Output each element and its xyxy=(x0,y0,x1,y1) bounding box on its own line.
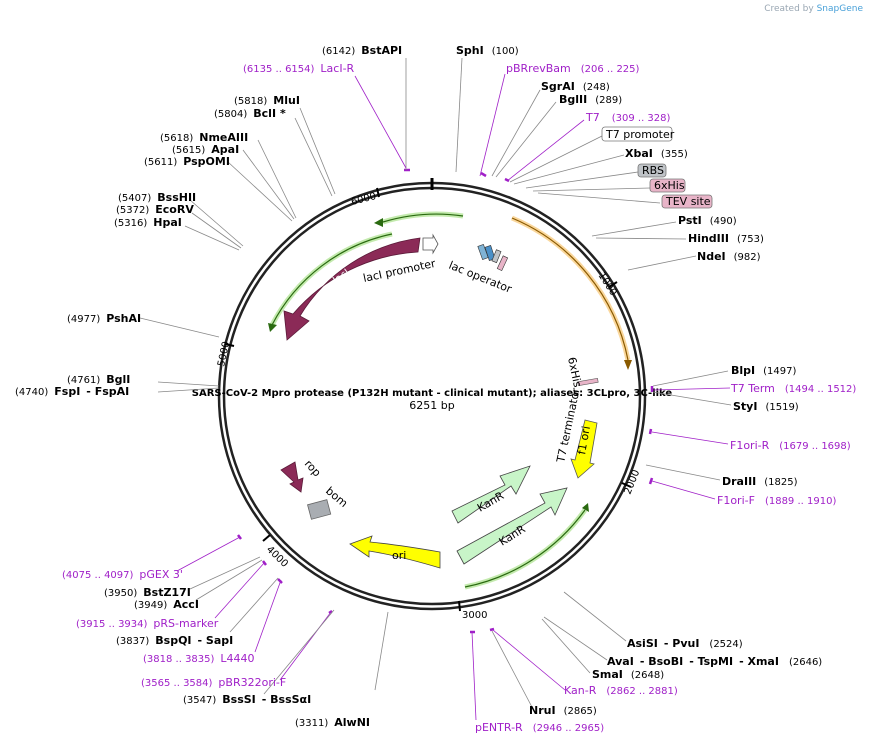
svg-text:4000: 4000 xyxy=(264,544,290,570)
hpai-label: (5316)HpaI xyxy=(114,216,182,229)
bom-feature xyxy=(307,499,332,520)
kanr-feature-2 xyxy=(456,487,568,565)
tev-label: TEV site xyxy=(665,195,711,208)
f1ori-f-primer-label: F1ori-F(1889 .. 1910) xyxy=(717,494,836,507)
t7-promoter-box xyxy=(601,126,673,142)
svg-text:5000: 5000 xyxy=(216,340,232,367)
kanr-feature-1 xyxy=(451,465,531,524)
his6-box xyxy=(649,178,686,193)
pbrrevbam-primer-label: pBRrevBam(206 .. 225) xyxy=(506,62,640,75)
mlui-label: (5818)MluI xyxy=(234,94,300,107)
leader-lines xyxy=(139,57,732,721)
pshai-label: (4977)PshAI xyxy=(67,312,141,325)
hindiii-label: HindIII(753) xyxy=(688,232,764,245)
bgli-label: (4761)BglI xyxy=(67,373,130,386)
psti-label: PstI(490) xyxy=(678,214,737,227)
plasmid-length: 6251 bp xyxy=(409,399,454,412)
his6-inner-label: 6xHis xyxy=(565,356,584,389)
t7-primer-label: T7(309 .. 328) xyxy=(585,111,671,124)
l4440-primer-label: (3818 .. 3835)L4440 xyxy=(143,652,255,665)
ecorv-label: (5372)EcoRV xyxy=(116,203,194,216)
primer-marks xyxy=(237,168,654,634)
bstapi-label: (6142)BstAPI xyxy=(322,44,402,57)
plasmid-name: SARS-CoV-2 Mpro protease (P132H mutant -… xyxy=(192,388,673,399)
laci-feature xyxy=(283,237,421,341)
rop-feature xyxy=(280,461,304,493)
his6-inner-shape xyxy=(577,377,599,387)
svg-text:6000: 6000 xyxy=(350,191,377,208)
pentr-r-primer-label: pENTR-R(2946 .. 2965) xyxy=(475,721,604,734)
f1ori-r-primer-label: F1ori-R(1679 .. 1698) xyxy=(730,439,851,452)
xbai-label: XbaI(355) xyxy=(625,147,688,160)
apai-label: (5615)ApaI xyxy=(172,143,239,156)
nmeaiii-label: (5618)NmeAIII xyxy=(160,131,248,144)
sphi-label: SphI(100) xyxy=(456,44,519,57)
t7-promoter-label: T7 promoter xyxy=(605,128,675,141)
laci-rbs-arc xyxy=(382,213,464,223)
blpi-label: BlpI(1497) xyxy=(731,364,796,377)
nrui-label: NruI(2865) xyxy=(529,704,597,717)
mpro-arc xyxy=(511,217,629,361)
kan-arc-arrowhead xyxy=(582,503,589,512)
rbs-label: RBS xyxy=(642,164,664,177)
rop-label: rop xyxy=(302,457,324,479)
bglii-label: BglII(289) xyxy=(559,93,622,106)
tev-box xyxy=(661,194,713,209)
tick-6000: 6000 xyxy=(350,187,380,208)
f1-ori-label: f1 ori xyxy=(575,425,593,456)
acci-label: (3949)AccI xyxy=(134,598,199,611)
ori-feature xyxy=(349,535,441,569)
ndei-label: NdeI(982) xyxy=(697,250,761,263)
t7-term-primer-label: T7 Term(1494 .. 1512) xyxy=(730,382,856,395)
draiii-label: DraIII(1825) xyxy=(722,475,798,488)
laci-r-primer-label: (6135 .. 6154)LacI-R xyxy=(243,62,355,75)
pgex3-primer-label: (4075 .. 4097)pGEX 3' xyxy=(62,568,183,581)
f1-ori-feature xyxy=(570,419,598,479)
styi-label: StyI(1519) xyxy=(733,400,799,413)
laci-arc-arrowhead xyxy=(268,323,277,332)
bsshii-label: (5407)BssHII xyxy=(118,191,196,204)
snapgene-credit: Created by SnapGene xyxy=(764,4,863,14)
bspqi-label: (3837)BspQI- SapI xyxy=(116,634,233,647)
tick-5000: 5000 xyxy=(216,340,235,368)
ori-label: ori xyxy=(392,549,406,562)
svg-text:3000: 3000 xyxy=(462,610,487,621)
rbs-box xyxy=(637,163,667,178)
laci-rbs-arrowhead xyxy=(374,218,383,227)
his6-label: 6xHis xyxy=(654,179,685,192)
smai-label: SmaI(2648) xyxy=(592,668,664,681)
lac-operator-cluster xyxy=(477,244,509,272)
prs-marker-primer-label: (3915 .. 3934)pRS-marker xyxy=(76,617,219,630)
tick-3000: 3000 xyxy=(458,600,487,621)
snapgene-logo: SnapGene xyxy=(816,4,863,14)
pbr322ori-f-primer-label: (3565 .. 3584)pBR322ori-F xyxy=(141,676,286,689)
laci-promoter-shape xyxy=(422,233,439,255)
laci-arc xyxy=(271,233,393,326)
asisi-label: AsiSI- PvuI(2524) xyxy=(627,637,743,650)
mpro-arrowhead xyxy=(624,360,632,370)
laci-promoter-label: lacI promoter xyxy=(362,257,437,285)
credit-text: Created by xyxy=(764,4,814,14)
bsssi-label: (3547)BssSI- BssSαI xyxy=(183,693,311,706)
bcli-label: (5804)BclI* xyxy=(214,107,286,120)
avai-label: AvaI- BsoBI- TspMI- XmaI(2646) xyxy=(607,655,822,668)
alwni-label: (3311)AlwNI xyxy=(295,716,370,729)
kan-arc xyxy=(464,509,586,588)
laci-rbs-arc-glow xyxy=(382,211,464,225)
bstz17i-label: (3950)BstZ17I xyxy=(104,586,191,599)
pspomi-label: (5611)PspOMI xyxy=(144,155,230,168)
sgrai-label: SgrAI(248) xyxy=(541,80,610,93)
fspi-label: (4740)FspI- FspAI xyxy=(15,385,129,398)
kan-r-primer-label: Kan-R(2862 .. 2881) xyxy=(564,684,678,697)
